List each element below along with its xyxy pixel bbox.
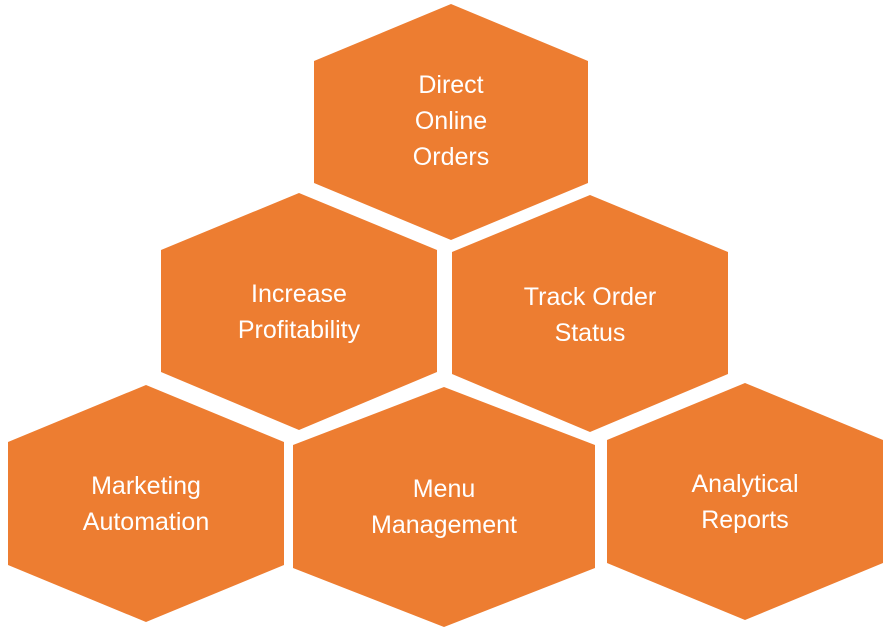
hexagon-label-line: Track Order xyxy=(524,283,656,311)
hexagon-label-line: Status xyxy=(555,319,626,347)
hexagon-marketing-automation: Marketing Automation xyxy=(8,385,284,622)
hexagon-label-line: Analytical xyxy=(692,470,799,498)
hexagon-direct-online-orders: Direct Online Orders xyxy=(314,4,588,240)
hexagon-label-line: Orders xyxy=(413,143,489,171)
hexagon-label-line: Management xyxy=(371,511,517,539)
hexagon-shape xyxy=(452,195,728,432)
hexagon-label-line: Reports xyxy=(701,506,789,534)
hexagon-increase-profitability: Increase Profitability xyxy=(161,193,437,430)
hexagon-label-line: Automation xyxy=(83,508,209,536)
hexagon-shape xyxy=(314,4,588,240)
hexagon-menu-management: Menu Management xyxy=(293,387,595,627)
hexagon-shape xyxy=(161,193,437,430)
hexagon-label-line: Increase xyxy=(251,280,347,308)
hexagon-shape xyxy=(8,385,284,622)
hexagon-shape xyxy=(607,383,883,620)
hexagon-label-line: Menu xyxy=(413,475,476,503)
hexagon-analytical-reports: Analytical Reports xyxy=(607,383,883,620)
hexagon-label-line: Profitability xyxy=(238,316,361,344)
hexagon-label-line: Direct xyxy=(418,71,483,99)
hexagon-label-line: Online xyxy=(415,107,487,135)
hexagon-track-order-status: Track Order Status xyxy=(452,195,728,432)
hexagon-label-line: Marketing xyxy=(91,472,201,500)
hexagon-shape xyxy=(293,387,595,627)
